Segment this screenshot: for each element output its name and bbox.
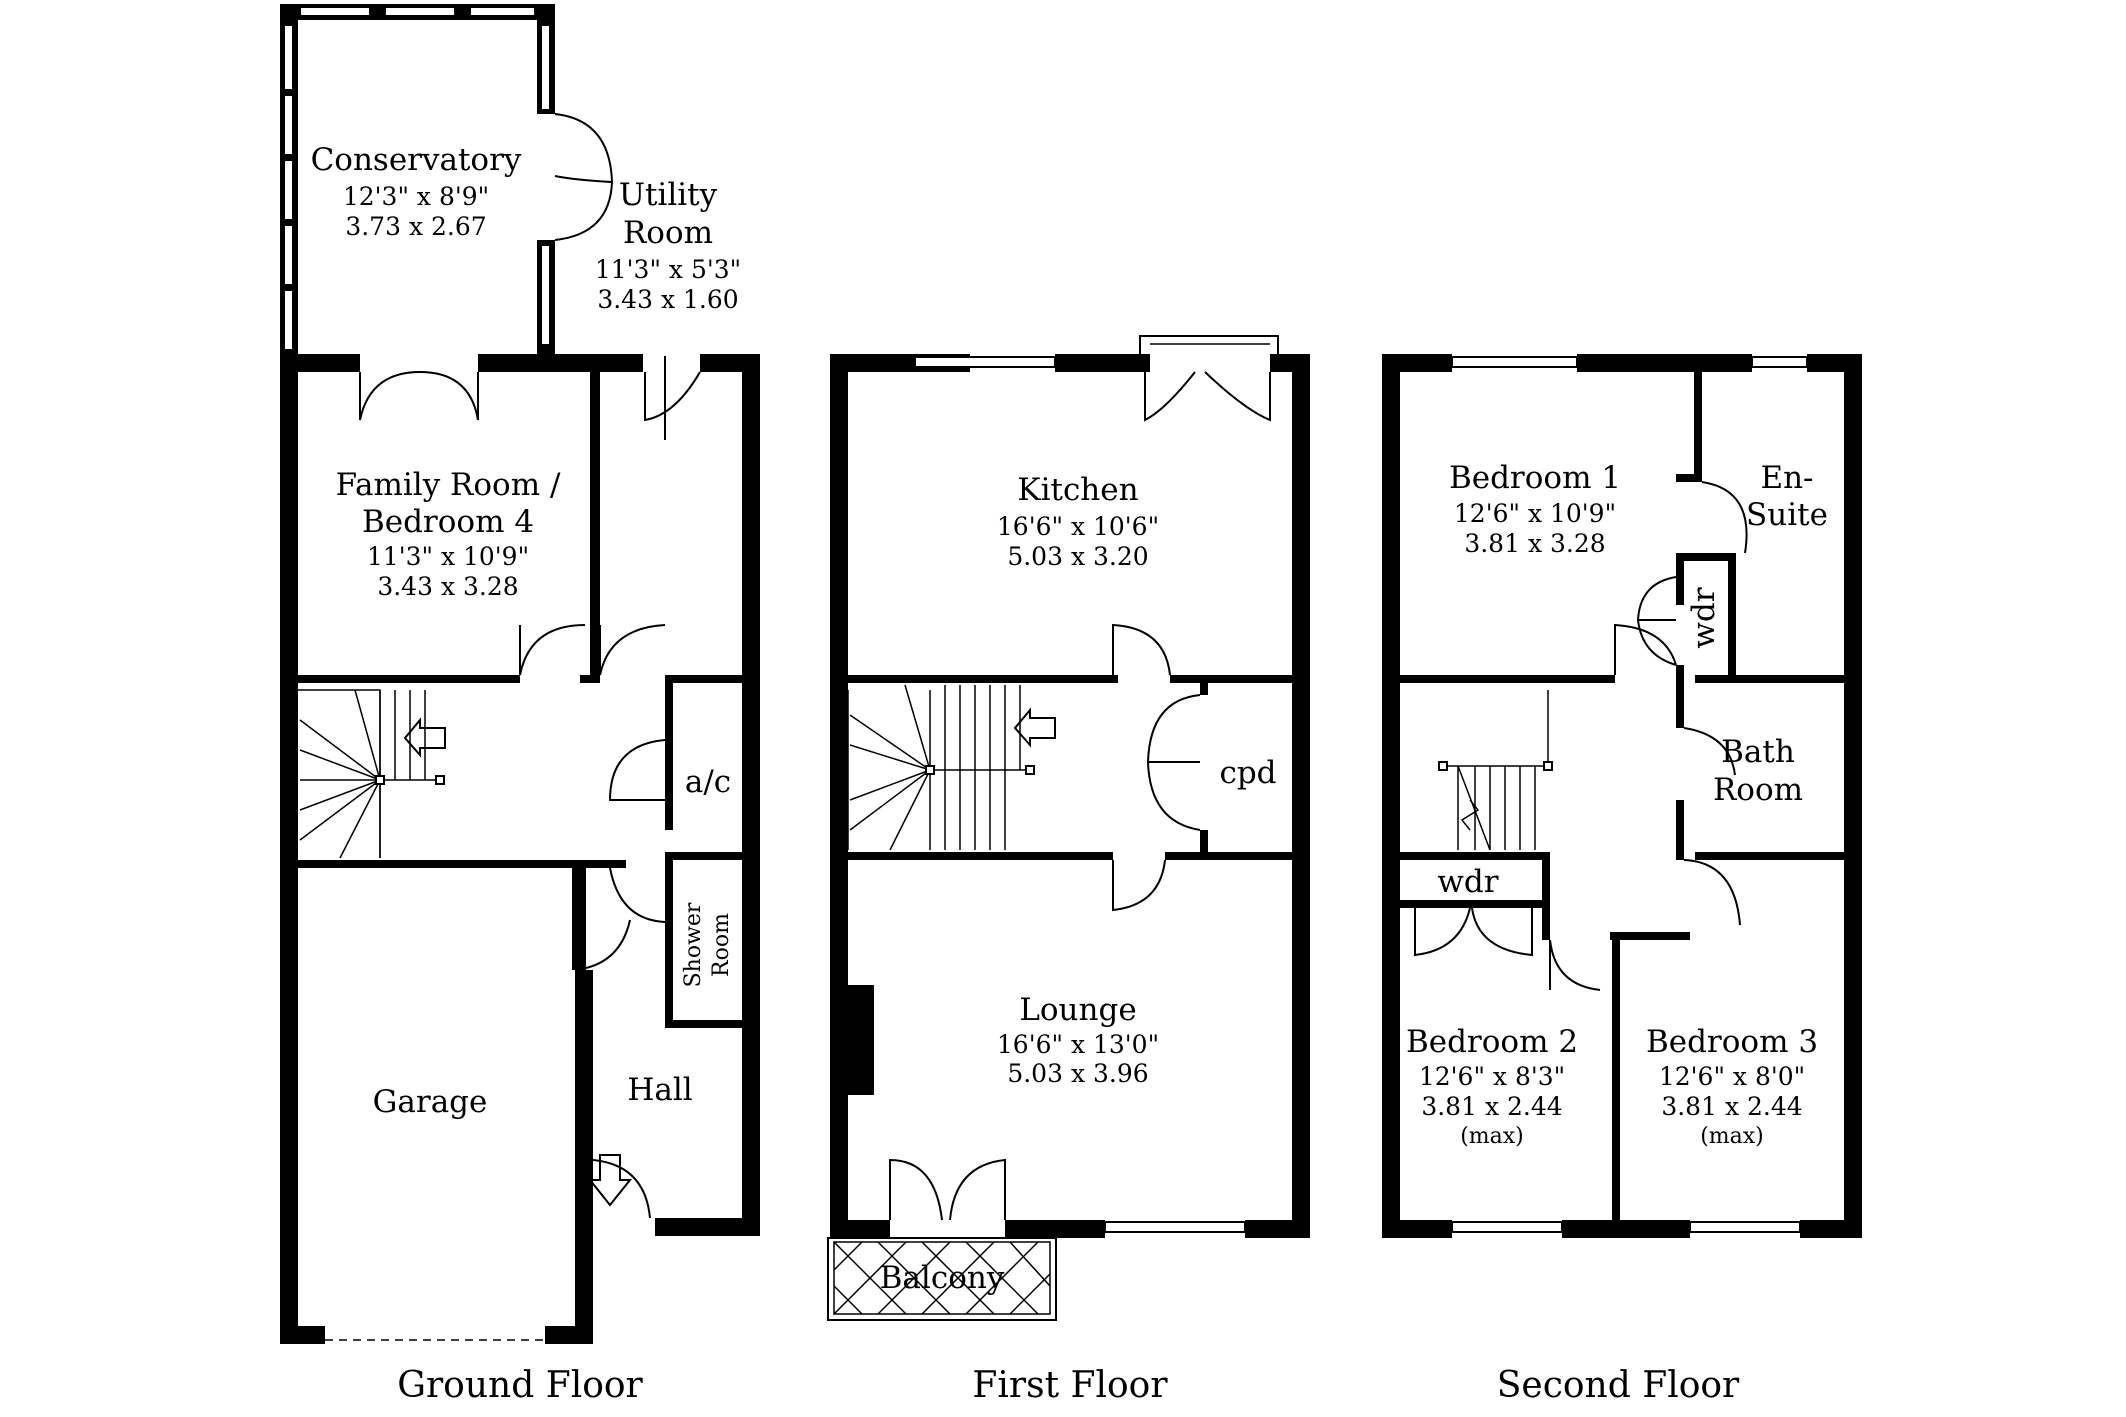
family-room-imperial: 11'3" x 10'9" [367,542,529,571]
wardrobe2-name: wdr [1437,864,1498,900]
first-floor-label: First Floor [972,1365,1168,1406]
bedroom2-imperial: 12'6" x 8'3" [1419,1062,1565,1091]
first-floor-plan: Kitchen 16'6" x 10'6" 5.03 x 3.20 cpd Lo… [827,335,1310,1406]
conservatory-frame [280,4,613,354]
garage-name: Garage [373,1084,488,1120]
utility-imperial: 11'3" x 5'3" [595,255,741,284]
kitchen-name: Kitchen [1017,472,1138,508]
bedroom2-name: Bedroom 2 [1406,1024,1578,1060]
family-room-metric: 3.43 x 3.28 [377,572,518,601]
shower-room-name-1: Shower [681,902,706,987]
bedroom1-name: Bedroom 1 [1449,460,1621,496]
conservatory-imperial: 12'3" x 8'9" [343,182,489,211]
balcony-name: Balcony [880,1260,1005,1296]
utility-name-2: Room [623,215,713,251]
kitchen-metric: 5.03 x 3.20 [1007,542,1148,571]
bedroom3-note: (max) [1700,1124,1764,1149]
bathroom-name-1: Bath [1721,734,1795,770]
bedroom1-imperial: 12'6" x 10'9" [1454,499,1616,528]
wardrobe1-name: wdr [1686,587,1722,648]
conservatory-metric: 3.73 x 2.67 [345,212,486,241]
ensuite-name-1: En- [1760,460,1813,496]
bedroom3-metric: 3.81 x 2.44 [1661,1092,1802,1121]
bedroom3-name: Bedroom 3 [1646,1024,1818,1060]
lounge-name: Lounge [1019,992,1136,1028]
kitchen-imperial: 16'6" x 10'6" [997,512,1159,541]
bedroom1-metric: 3.81 x 3.28 [1464,529,1605,558]
utility-name-1: Utility [619,177,718,213]
entrance-arrow-icon [587,1154,633,1207]
cpd-name: cpd [1219,755,1276,791]
conservatory-name: Conservatory [311,142,522,178]
bedroom2-note: (max) [1460,1124,1524,1149]
second-floor-plan: Bedroom 1 12'6" x 10'9" 3.81 x 3.28 En- … [1382,354,1862,1406]
family-room-name-2: Bedroom 4 [362,504,534,540]
second-floor-label: Second Floor [1497,1365,1740,1406]
ground-floor-label: Ground Floor [397,1365,643,1406]
lounge-imperial: 16'6" x 13'0" [997,1030,1159,1059]
bedroom3-imperial: 12'6" x 8'0" [1659,1062,1805,1091]
shower-room-name-2: Room [709,913,734,977]
bathroom-name-2: Room [1713,772,1803,808]
bedroom2-metric: 3.81 x 2.44 [1421,1092,1562,1121]
first-stairs [847,684,1056,851]
ensuite-name-2: Suite [1746,497,1828,533]
ground-stairs [298,689,446,859]
hall-name: Hall [627,1072,692,1108]
ground-floor-plan: Conservatory 12'3" x 8'9" 3.73 x 2.67 Ut… [280,4,760,1406]
lounge-metric: 5.03 x 3.96 [1007,1059,1148,1088]
ac-cupboard-name: a/c [685,764,731,800]
utility-metric: 3.43 x 1.60 [597,285,738,314]
family-room-name-1: Family Room / [336,467,561,503]
balcony-area [827,1237,1057,1321]
second-stairs [1438,690,1553,851]
